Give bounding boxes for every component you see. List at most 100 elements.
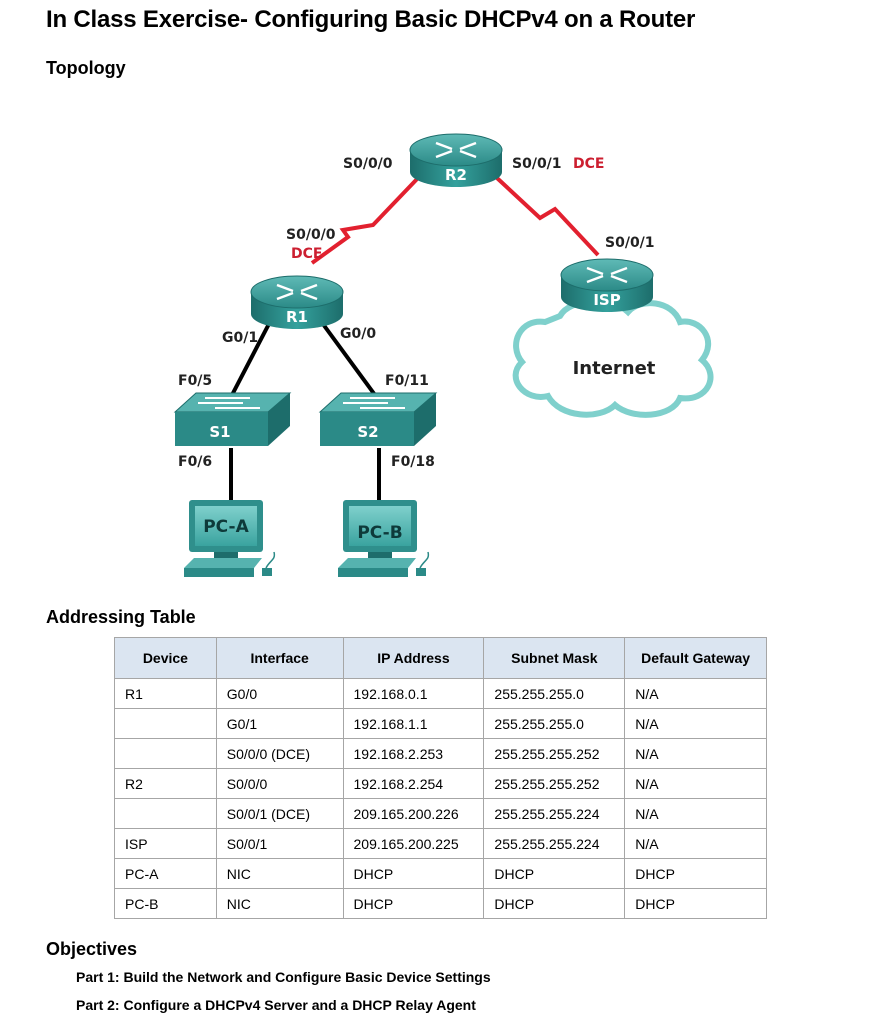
router-isp: ISP — [560, 258, 654, 312]
r1-s1-link — [230, 317, 274, 396]
r2-s000-label: S0/0/0 — [343, 156, 393, 172]
table-cell: S0/0/1 — [215, 828, 344, 859]
table-cell: N/A — [624, 738, 767, 769]
pcb-name: PC-B — [357, 523, 402, 543]
table-cell: DHCP — [624, 888, 767, 919]
table-cell: DHCP — [483, 888, 626, 919]
table-cell — [114, 708, 217, 739]
table-cell: S0/0/1 (DCE) — [215, 798, 344, 829]
table-cell: ISP — [114, 828, 217, 859]
table-row: R2 S0/0/0 192.168.2.254 255.255.255.252 … — [114, 768, 767, 799]
column-header: Interface — [215, 637, 344, 679]
addressing-table: Device Interface IP Address Subnet Mask … — [114, 637, 767, 919]
table-cell: 192.168.2.253 — [342, 738, 485, 769]
s1-f05-label: F0/5 — [178, 373, 212, 389]
table-cell: N/A — [624, 828, 767, 859]
column-header: Subnet Mask — [483, 637, 626, 679]
table-cell — [114, 798, 217, 829]
table-row: S0/0/0 (DCE) 192.168.2.253 255.255.255.2… — [114, 738, 767, 769]
table-cell: PC-A — [114, 858, 217, 889]
s1-f06-label: F0/6 — [178, 454, 212, 470]
switch-arrows-icon — [198, 397, 260, 409]
s2-f018-label: F0/18 — [391, 454, 435, 470]
table-cell: R2 — [114, 768, 217, 799]
table-cell: DHCP — [342, 858, 485, 889]
r2-isp-serial-link — [495, 176, 600, 257]
table-cell: R1 — [114, 678, 217, 709]
table-cell: 255.255.255.224 — [483, 798, 626, 829]
s2-name: S2 — [357, 423, 378, 441]
r1-r2-serial-link — [310, 176, 420, 265]
table-cell: 192.168.0.1 — [342, 678, 485, 709]
r1-name: R1 — [286, 308, 308, 326]
topology-heading: Topology — [46, 58, 126, 78]
router-arrows-icon — [586, 266, 628, 284]
pca-name: PC-A — [203, 517, 249, 537]
table-cell: N/A — [624, 768, 767, 799]
column-header: Device — [114, 637, 217, 679]
table-row: PC-A NIC DHCP DHCP DHCP — [114, 858, 767, 889]
table-cell — [114, 738, 217, 769]
table-row: S0/0/1 (DCE) 209.165.200.226 255.255.255… — [114, 798, 767, 829]
router-r1: R1 — [250, 275, 344, 329]
table-row: R1 G0/0 192.168.0.1 255.255.255.0 N/A — [114, 678, 767, 709]
page-title: In Class Exercise- Configuring Basic DHC… — [46, 6, 696, 33]
table-cell: 255.255.255.0 — [483, 708, 626, 739]
table-cell: 255.255.255.252 — [483, 738, 626, 769]
table-cell: N/A — [624, 798, 767, 829]
table-row: PC-B NIC DHCP DHCP DHCP — [114, 888, 767, 919]
table-cell: S0/0/0 (DCE) — [215, 738, 344, 769]
table-cell: G0/1 — [215, 708, 344, 739]
r2-dce-label: DCE — [573, 156, 604, 172]
table-cell: 192.168.2.254 — [342, 768, 485, 799]
router-r2: R2 — [409, 133, 503, 187]
switch-s1: S1 — [173, 392, 292, 446]
table-cell: NIC — [215, 858, 344, 889]
r1-g00-label: G0/0 — [340, 326, 376, 342]
r1-s2-link — [318, 318, 377, 397]
objectives-heading: Objectives — [46, 939, 138, 959]
internet-label: Internet — [573, 358, 656, 379]
table-row: ISP S0/0/1 209.165.200.225 255.255.255.2… — [114, 828, 767, 859]
isp-name: ISP — [593, 291, 620, 309]
table-cell: DHCP — [624, 858, 767, 889]
table-cell: N/A — [624, 678, 767, 709]
table-cell: PC-B — [114, 888, 217, 919]
table-header-row: Device Interface IP Address Subnet Mask … — [114, 637, 767, 679]
table-cell: DHCP — [483, 858, 626, 889]
objective-part-2: Part 2: Configure a DHCPv4 Server and a … — [76, 997, 476, 1013]
pc-b: PC-B — [338, 500, 430, 577]
r2-name: R2 — [445, 166, 467, 184]
r1-dce-label: DCE — [291, 246, 322, 262]
s2-f011-label: F0/11 — [385, 373, 429, 389]
pc-a: PC-A — [184, 500, 276, 577]
table-cell: 209.165.200.226 — [342, 798, 485, 829]
table-cell: 255.255.255.0 — [483, 678, 626, 709]
router-arrows-icon — [276, 283, 318, 301]
column-header: IP Address — [342, 637, 485, 679]
column-header: Default Gateway — [624, 637, 767, 679]
table-cell: N/A — [624, 708, 767, 739]
serial-links — [310, 176, 600, 265]
s1-name: S1 — [209, 423, 230, 441]
switch-s2: S2 — [318, 392, 438, 446]
addressing-table-heading: Addressing Table — [46, 607, 196, 627]
table-cell: 209.165.200.225 — [342, 828, 485, 859]
table-cell: 192.168.1.1 — [342, 708, 485, 739]
table-row: G0/1 192.168.1.1 255.255.255.0 N/A — [114, 708, 767, 739]
r2-s001-label: S0/0/1 — [512, 156, 562, 172]
table-cell: G0/0 — [215, 678, 344, 709]
r1-s000-label: S0/0/0 — [286, 227, 336, 243]
topology-diagram: Internet R2 R1 ISP — [173, 133, 714, 577]
isp-s001-label: S0/0/1 — [605, 235, 655, 251]
router-arrows-icon — [435, 141, 477, 159]
table-cell: DHCP — [342, 888, 485, 919]
table-cell: S0/0/0 — [215, 768, 344, 799]
switch-arrows-icon — [343, 397, 405, 409]
objective-part-1: Part 1: Build the Network and Configure … — [76, 969, 491, 985]
r1-g01-label: G0/1 — [222, 330, 258, 346]
table-cell: 255.255.255.252 — [483, 768, 626, 799]
internet-cloud: Internet — [512, 298, 714, 418]
table-cell: NIC — [215, 888, 344, 919]
table-cell: 255.255.255.224 — [483, 828, 626, 859]
